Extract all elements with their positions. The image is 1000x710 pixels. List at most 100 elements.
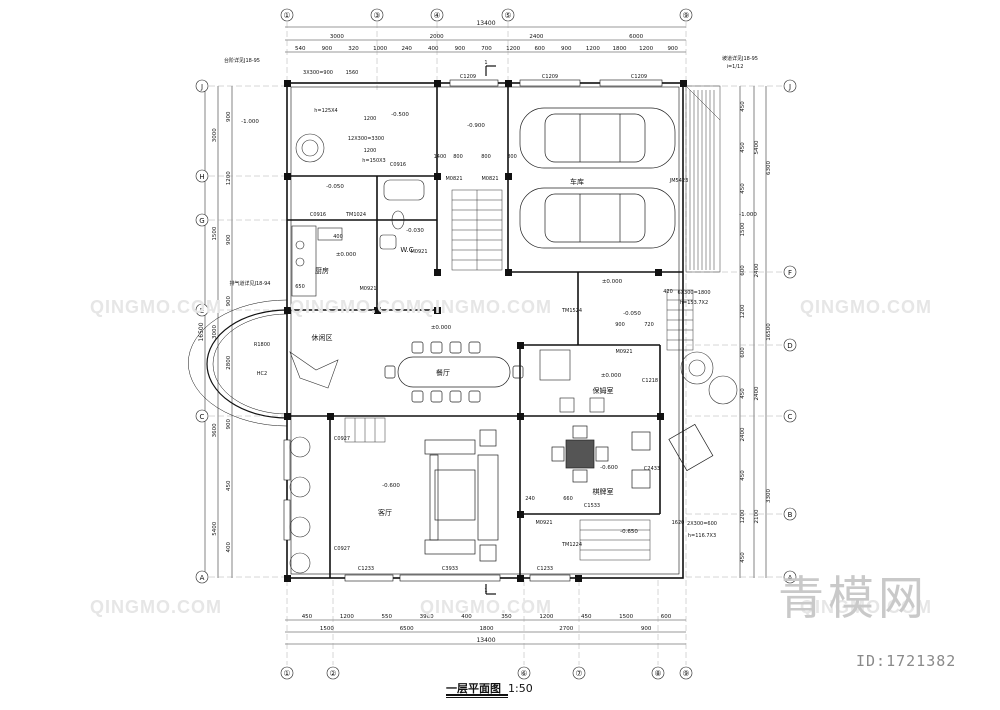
ref-note: 台阶详见J18-95: [224, 57, 260, 64]
door-window-code: M0921: [535, 520, 552, 526]
dim-top-row3: 320: [348, 46, 359, 52]
top-axis-bubbles: [280, 8, 693, 22]
axis-label-right: B: [788, 511, 793, 519]
dimension-lines: [204, 26, 767, 645]
dim-left-row2: 3000: [212, 128, 218, 142]
ref-note: 排气道详见J18-94: [229, 280, 270, 287]
dim-right-row3: 1200: [740, 304, 746, 318]
door-window-code: TM1224: [561, 542, 582, 548]
bay-window: [188, 299, 288, 427]
axis-label-top: ⑨: [682, 11, 689, 20]
dim-left-row3: 400: [226, 542, 232, 553]
dim-right-row3: 2400: [740, 427, 746, 441]
drawing-misc-label: 1200: [364, 116, 377, 122]
dim-top-row2: 3000: [330, 34, 344, 40]
floor-level: -0.650: [620, 529, 638, 535]
axis-label-left: G: [199, 217, 204, 225]
axis-label-right: J: [788, 83, 791, 91]
fixtures: [291, 179, 605, 413]
door-window-code: C3933: [442, 566, 458, 572]
dim-bottom-row3: 600: [661, 614, 672, 620]
dim-right-row2: 5400: [754, 140, 760, 154]
plants: [289, 133, 738, 574]
dim-bottom-row3: 1500: [619, 614, 633, 620]
floor-level: -1.000: [739, 212, 757, 218]
drawing-misc-label: 800: [481, 154, 491, 160]
dim-left-row2: 3600: [212, 423, 218, 437]
axis-label-left: J: [200, 83, 203, 91]
room-lounge: 休闲区: [312, 333, 333, 342]
axis-label-right: C: [788, 413, 793, 421]
axis-label-left: A: [200, 574, 205, 582]
section-marks: [485, 65, 496, 595]
door-window-code: C0927: [334, 546, 350, 552]
dim-right-row1: 6300: [766, 161, 772, 175]
drawing-misc-label: HC2: [257, 371, 267, 377]
dim-top-row3: 700: [481, 46, 492, 52]
dim-right-row3: 1500: [740, 222, 746, 236]
watermark-tile: QINGMO.COM: [420, 297, 552, 317]
watermark-tile: QINGMO.COM: [290, 297, 422, 317]
right-axis-bubbles: [783, 79, 797, 584]
door-window-code: C1218: [642, 378, 658, 384]
dim-top-row2: 6000: [629, 34, 643, 40]
left-axis-bubbles: [195, 79, 209, 584]
lounge-furniture: [289, 351, 339, 389]
dim-total-bottom: 13400: [476, 637, 495, 644]
dim-right-row1: 16500: [766, 323, 772, 341]
door-window-code: TM1024: [345, 212, 366, 218]
door-window-code: C0927: [334, 436, 350, 442]
door-window-code: M0821: [445, 176, 462, 182]
axis-label-bottom: ⑧: [654, 669, 661, 678]
ref-note: i=1/12: [727, 64, 744, 70]
floor-level: -0.600: [600, 465, 618, 471]
axis-grid-lines: [200, 22, 790, 665]
room-wc: W.C: [400, 246, 413, 254]
dim-bottom-row2: 6500: [400, 626, 414, 632]
living-room-furniture: [424, 429, 499, 562]
dim-left-row3: 900: [226, 234, 232, 245]
dim-bottom-row2: 2700: [559, 626, 573, 632]
bottom-axis-bubbles: [280, 666, 693, 680]
dim-bottom-row3: 450: [302, 614, 313, 620]
dim-top-row2: 2000: [430, 34, 444, 40]
dim-total-top: 13400: [476, 20, 495, 27]
floor-level: -0.030: [406, 228, 424, 234]
drawing-misc-label: 720: [644, 322, 654, 328]
axis-label-right: F: [788, 269, 792, 277]
dim-right-row2: 2400: [754, 386, 760, 400]
structural-columns: [284, 80, 687, 582]
axis-label-left: E: [200, 307, 204, 315]
stair-note: h=125X4: [314, 108, 338, 114]
dim-top-row3: 540: [295, 46, 306, 52]
dim-top-row3: 900: [455, 46, 466, 52]
stair-note: 6X300=1800: [677, 290, 710, 296]
dim-left-row3: 900: [226, 111, 232, 122]
floor-level: -0.050: [326, 184, 344, 190]
drawing-misc-label: 1: [484, 60, 487, 66]
drawing-title: 一层平面图: [446, 682, 501, 695]
axis-label-right: A: [788, 574, 793, 582]
watermark-tile: QINGMO.COM: [800, 297, 932, 317]
dim-top-row3: 900: [561, 46, 572, 52]
dim-right-row3: 450: [740, 101, 746, 112]
room-kitchen: 厨房: [315, 266, 329, 275]
ref-note: 坡道详见J18-95: [722, 55, 758, 62]
dim-top-row3: 900: [322, 46, 333, 52]
dim-top-row3: 1200: [639, 46, 653, 52]
dim-bottom-row3: 350: [501, 614, 512, 620]
door-window-code: C1233: [358, 566, 374, 572]
dim-left-row3: 450: [226, 480, 232, 491]
dim-left-row3: 1200: [226, 171, 232, 185]
dim-left-row3: 900: [226, 419, 232, 430]
drawing-misc-label: 1200: [364, 148, 377, 154]
door-window-code: C1233: [537, 566, 553, 572]
drawing-misc-label: 1400: [434, 154, 447, 160]
dim-top-row3: 1000: [373, 46, 387, 52]
dim-right-row3: 450: [740, 142, 746, 153]
dim-bottom-row3: 550: [382, 614, 393, 620]
room-garage: 车库: [570, 177, 584, 186]
drawing-misc-label: 1620: [672, 520, 685, 526]
drawing-misc-label: 420: [663, 289, 673, 295]
